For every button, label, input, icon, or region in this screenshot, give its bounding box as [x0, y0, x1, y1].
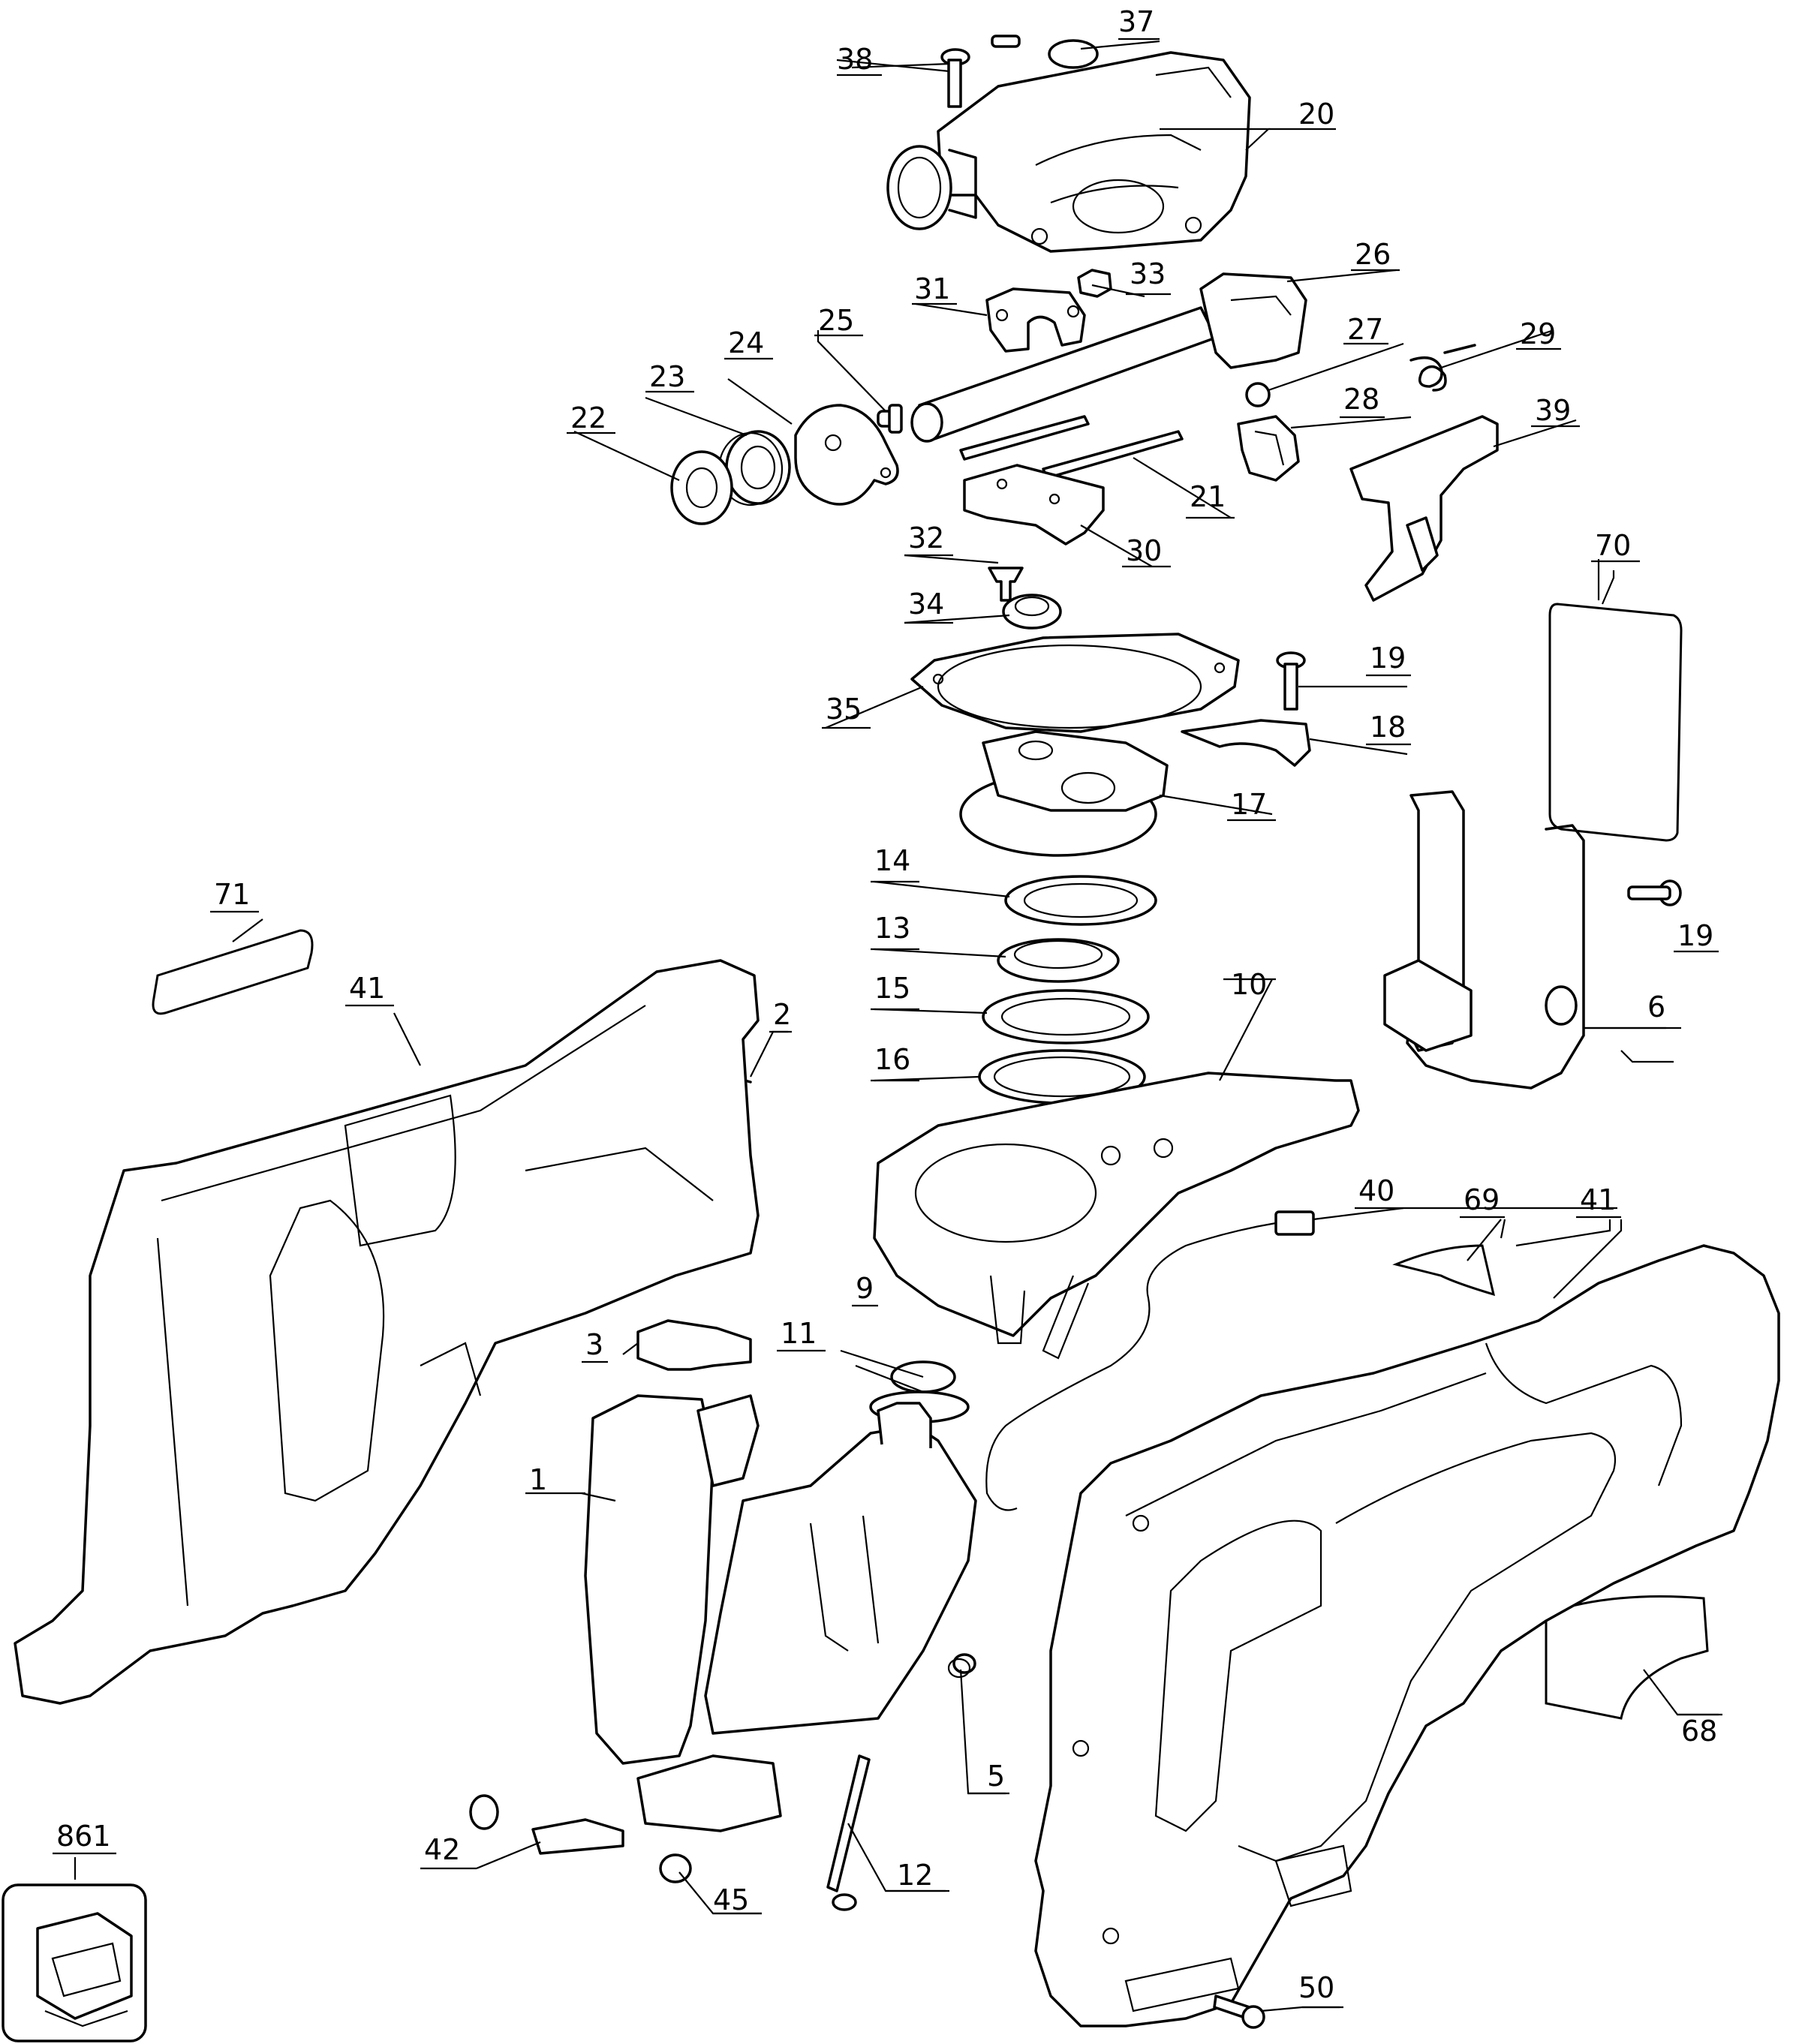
- part-19-screw-top: [1276, 651, 1306, 711]
- part-45-sleeve: [659, 1853, 692, 1883]
- part-28-clip: [1237, 415, 1300, 482]
- part-70-label: [1548, 603, 1683, 842]
- callout-19-right: 19: [1677, 919, 1713, 952]
- part-39-lever: [1349, 415, 1499, 602]
- callout-15: 15: [874, 972, 910, 1005]
- part-20-gear-housing: [886, 51, 1251, 253]
- part-6-clamp-frame: [1383, 790, 1585, 1090]
- callout-3: 3: [585, 1328, 603, 1361]
- callout-6: 6: [1647, 990, 1665, 1024]
- callout-41-right: 41: [1580, 1183, 1616, 1216]
- part-14-ring: [1004, 875, 1157, 926]
- callout-26: 26: [1355, 238, 1391, 271]
- callout-50: 50: [1298, 1971, 1334, 2004]
- part-22-washer: [670, 450, 733, 525]
- part-27-ball: [1245, 382, 1271, 407]
- part-40-led-wire: [985, 1210, 1315, 1511]
- callout-37: 37: [1118, 5, 1154, 38]
- part-861-kit-box: [2, 1883, 147, 2042]
- callout-40: 40: [1358, 1174, 1394, 1207]
- callout-13: 13: [874, 912, 910, 945]
- part-34-bearing: [1002, 594, 1062, 630]
- part-24-plate: [794, 404, 899, 506]
- callout-5: 5: [987, 1760, 1005, 1793]
- part-13-bearing: [997, 938, 1120, 983]
- callout-45: 45: [713, 1883, 749, 1916]
- callout-18: 18: [1370, 711, 1406, 744]
- callout-24: 24: [728, 326, 764, 359]
- part-21-guide-strips: [959, 415, 1184, 479]
- callout-9: 9: [856, 1272, 874, 1305]
- callout-2: 2: [773, 998, 791, 1031]
- callout-32: 32: [908, 522, 944, 555]
- callout-41-left: 41: [349, 972, 385, 1005]
- part-37-lever: [991, 35, 1099, 69]
- part-18-plate: [1181, 719, 1311, 767]
- part-29-spring: [1409, 344, 1476, 392]
- part-30-bracket: [963, 464, 1105, 546]
- part-41-housing-left: [14, 959, 760, 1705]
- callout-19-top: 19: [1370, 642, 1406, 675]
- part-15-ring: [982, 989, 1150, 1045]
- callout-29: 29: [1520, 317, 1556, 350]
- callout-35: 35: [826, 693, 862, 726]
- callout-28: 28: [1343, 383, 1379, 416]
- part-5-screw: [947, 1653, 976, 1679]
- callout-38: 38: [837, 43, 873, 76]
- part-33-nut: [1077, 269, 1112, 298]
- part-35-gasket: [910, 633, 1240, 733]
- callout-30: 30: [1126, 534, 1162, 567]
- callout-39: 39: [1535, 394, 1571, 427]
- callout-22: 22: [570, 401, 606, 434]
- callout-33: 33: [1130, 257, 1166, 290]
- callout-20: 20: [1298, 98, 1334, 131]
- callout-31: 31: [914, 272, 950, 305]
- part-50-screw: [1213, 1994, 1265, 2029]
- part-32-screw: [988, 567, 1024, 602]
- part-12-pin: [826, 1754, 871, 1911]
- part-71-label: [152, 929, 314, 1015]
- part-26-plunger: [910, 272, 1307, 443]
- part-69-label: [1392, 1244, 1496, 1297]
- part-25-screw: [877, 404, 903, 434]
- callout-labels: 38 37 20 33 31 26 27 28 29 39 25 24 23 2…: [53, 5, 1722, 2009]
- callout-27: 27: [1347, 313, 1383, 346]
- callout-1: 1: [529, 1463, 547, 1496]
- callout-69: 69: [1464, 1183, 1500, 1216]
- part-17-crank: [959, 730, 1169, 857]
- callout-70: 70: [1595, 529, 1631, 562]
- callout-21: 21: [1190, 480, 1226, 513]
- callout-12: 12: [897, 1859, 933, 1892]
- callout-25: 25: [818, 304, 854, 337]
- callout-42: 42: [424, 1833, 460, 1866]
- part-10-gear-case: [873, 1072, 1360, 1360]
- callout-17: 17: [1231, 788, 1267, 821]
- part-1-motor-switch: [584, 1394, 977, 1832]
- callout-861: 861: [56, 1820, 111, 1853]
- part-68-label: [1545, 1595, 1709, 1720]
- part-38-screw: [940, 48, 970, 108]
- callout-71: 71: [214, 878, 250, 911]
- part-41-housing-right: [1034, 1244, 1780, 2027]
- part-42-clip: [469, 1794, 624, 1855]
- part-19-screw-right: [1627, 879, 1682, 906]
- part-31-clamp: [985, 287, 1086, 353]
- callout-16: 16: [874, 1043, 910, 1076]
- callout-11: 11: [781, 1317, 817, 1350]
- part-3-connector: [636, 1319, 752, 1371]
- callout-34: 34: [908, 588, 944, 621]
- callout-68: 68: [1681, 1715, 1717, 1748]
- callout-10: 10: [1231, 968, 1267, 1001]
- callout-14: 14: [874, 844, 910, 877]
- callout-23: 23: [649, 360, 685, 393]
